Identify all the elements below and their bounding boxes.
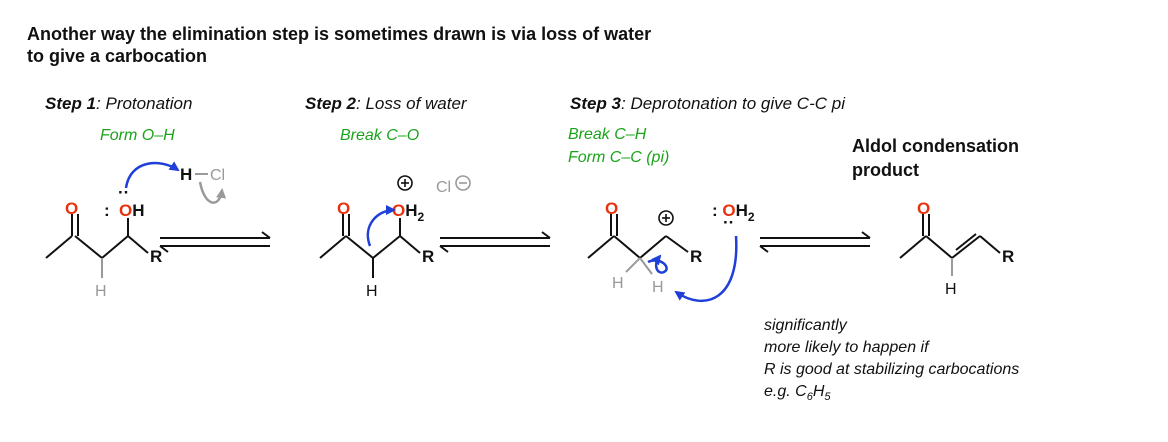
molecule-1: O OH : ·· R H: [45, 183, 162, 300]
equilibrium-arrow-3: [759, 231, 871, 253]
r-group: R: [690, 247, 702, 266]
note-line-4: e.g. C6H5: [764, 383, 831, 403]
hcl-hydrogen: H: [180, 165, 192, 184]
bond: [127, 235, 149, 254]
equilibrium-arrow-2: [439, 231, 551, 253]
molecule-3: O R H H : OH2 ··: [587, 199, 755, 296]
hydrogen-atom: H: [95, 283, 107, 300]
bond: [45, 235, 73, 259]
product-label-line2: product: [852, 160, 919, 180]
lone-pair-dots: ··: [118, 183, 129, 202]
curved-arrow-ch-to-cc: [647, 254, 668, 274]
oxonium-subscript: 2: [418, 210, 425, 224]
step3-number: Step 3: [570, 94, 622, 113]
step1-action: Form O–H: [100, 127, 175, 144]
oxonium-label: OH2: [392, 201, 425, 224]
hydrogen-atom: H: [652, 279, 664, 296]
step2-action: Break C–O: [340, 127, 419, 144]
hydroxyl-label: OH: [119, 201, 145, 220]
note-line-1: significantly: [764, 317, 848, 334]
step1-label: Step 1: Protonation: [45, 94, 192, 113]
curved-arrow-water-to-h: [674, 235, 738, 302]
curved-arrow-oh-to-h: [124, 161, 180, 189]
step3-desc: : Deprotonation to give C-C pi: [621, 94, 846, 113]
step2-desc: : Loss of water: [356, 94, 468, 113]
heading-line-2: to give a carbocation: [27, 46, 207, 66]
step1-desc: : Protonation: [96, 94, 192, 113]
product-label-line1: Aldol condensation: [852, 136, 1019, 156]
hydroxyl-h: H: [132, 201, 144, 220]
oxygen-atom: O: [65, 199, 78, 218]
water-subscript: 2: [748, 210, 755, 224]
bond: [74, 235, 103, 259]
lone-pair-colon: :: [104, 201, 110, 220]
oxygen-atom: O: [917, 199, 930, 218]
curved-arrow-break-co: [366, 205, 396, 247]
hydrogen-atom: H: [612, 275, 624, 292]
step2-label: Step 2: Loss of water: [305, 94, 468, 113]
hcl-chlorine: Cl: [210, 167, 225, 184]
step3-action-line1: Break C–H: [568, 126, 647, 143]
hydrogen-atom: H: [945, 281, 957, 298]
step3-action-line2: Form C–C (pi): [568, 149, 669, 166]
note-line-3: R is good at stabilizing carbocations: [764, 361, 1019, 378]
bond: [101, 235, 129, 259]
oxygen-atom: O: [337, 199, 350, 218]
positive-charge-icon: [397, 175, 413, 191]
note-line-2: more likely to happen if: [764, 339, 930, 356]
r-group: R: [422, 247, 434, 266]
curved-arrow-hcl-bond: [198, 181, 227, 204]
step2-number: Step 2: [305, 94, 357, 113]
oxygen-atom: O: [605, 199, 618, 218]
r-group: R: [150, 247, 162, 266]
step1-number: Step 1: [45, 94, 96, 113]
r-group: R: [1002, 247, 1014, 266]
step3-label: Step 3: Deprotonation to give C-C pi: [570, 94, 846, 113]
carbocation-charge-icon: [658, 210, 674, 226]
heading-line-1: Another way the elimination step is some…: [27, 24, 651, 44]
hydroxyl-o: O: [119, 201, 132, 220]
hydrogen-atom: H: [366, 283, 378, 300]
product-molecule: O R H: [899, 199, 1014, 298]
hcl-molecule: H Cl: [180, 165, 225, 184]
water-molecule: : OH2: [712, 201, 755, 224]
chloride-ion: Cl: [436, 179, 451, 196]
molecule-2: O OH2 R H Cl: [319, 175, 471, 300]
equilibrium-arrow-1: [159, 231, 271, 253]
negative-charge-icon: [455, 175, 471, 191]
water-lone-pair: ··: [723, 213, 734, 232]
